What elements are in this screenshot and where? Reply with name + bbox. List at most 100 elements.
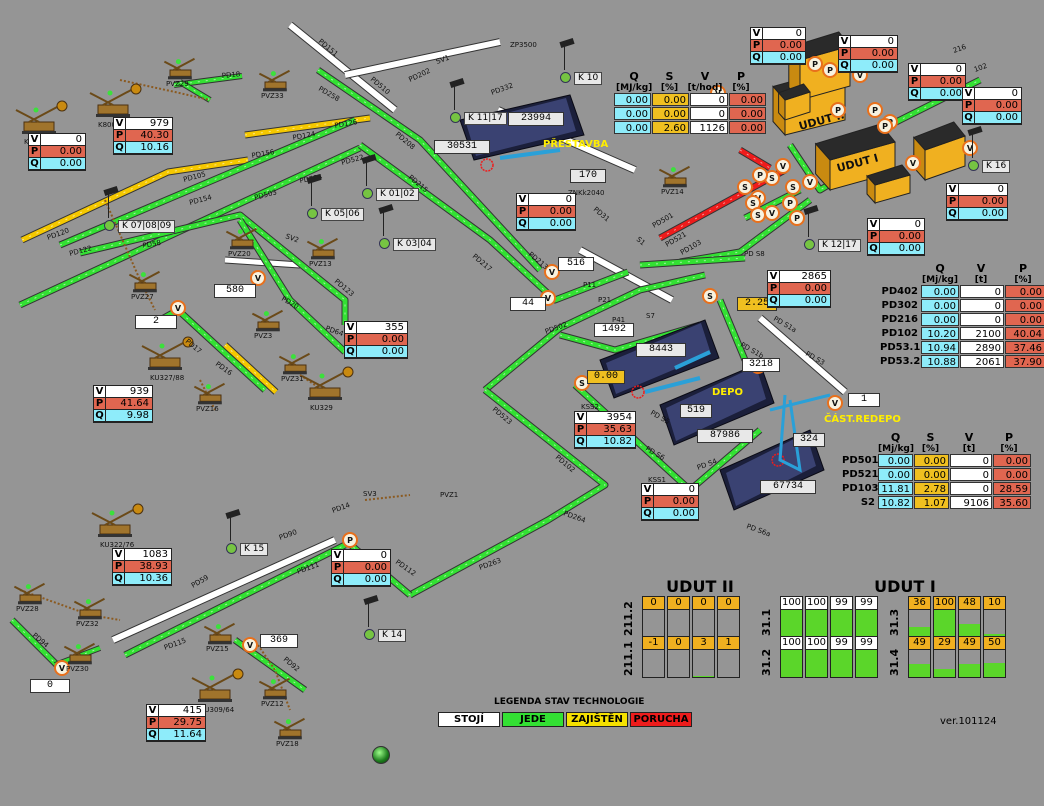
node-letter: S bbox=[579, 379, 585, 388]
node-p[interactable]: P bbox=[789, 210, 805, 226]
machine[interactable]: PVZ20 bbox=[225, 227, 257, 258]
node-p[interactable]: P bbox=[877, 118, 893, 134]
node-v[interactable]: V bbox=[544, 264, 560, 280]
vpq-key-q: Q bbox=[29, 158, 41, 170]
machine[interactable]: PVZ3 bbox=[251, 309, 283, 340]
conveyor-rollers bbox=[739, 149, 771, 169]
node-v[interactable]: V bbox=[827, 395, 843, 411]
node-v[interactable]: V bbox=[764, 205, 780, 221]
bunker-cell-p: 37.46 bbox=[1005, 341, 1044, 354]
machine[interactable]: PVZ12 bbox=[258, 677, 290, 708]
conveyor-cell-v: 0 bbox=[950, 454, 992, 467]
camera-status-dot bbox=[560, 72, 571, 83]
node-v[interactable]: V bbox=[54, 660, 70, 676]
level-gauge: 99 bbox=[855, 596, 878, 638]
gauge-value: 99 bbox=[831, 597, 852, 610]
gauge-row-label: 31.4 bbox=[888, 648, 901, 676]
vpq-value-q: 10.36 bbox=[125, 573, 171, 585]
pipe-label: PD18 bbox=[221, 70, 240, 80]
node-p[interactable]: P bbox=[867, 102, 883, 118]
machine[interactable]: PVZ29 bbox=[163, 57, 195, 88]
machine[interactable]: PVZ32 bbox=[73, 597, 105, 628]
pipe-label: PD115 bbox=[163, 637, 187, 652]
bunker-cell-v: 2890 bbox=[960, 341, 1004, 354]
bunker-depo-1-inner bbox=[606, 323, 711, 394]
camera-label: K 11|17 bbox=[464, 112, 507, 125]
gauge-value: 99 bbox=[856, 597, 877, 610]
machine-body bbox=[199, 394, 222, 402]
udut2-title: UDUT II bbox=[666, 577, 734, 596]
machine[interactable]: PVZ28 bbox=[13, 582, 45, 613]
node-s[interactable]: S bbox=[737, 179, 753, 195]
machine[interactable]: PVZ18 bbox=[273, 717, 305, 748]
vpq-key-p: P bbox=[909, 76, 921, 88]
machine[interactable]: PVZ13 bbox=[306, 237, 338, 268]
vpq-key-p: P bbox=[517, 206, 529, 218]
node-v[interactable]: V bbox=[802, 174, 818, 190]
machine-boom bbox=[258, 680, 276, 691]
machine[interactable]: KU309/64 bbox=[191, 668, 244, 714]
gauge-value: 10 bbox=[984, 597, 1005, 610]
conveyor-rollers bbox=[239, 219, 346, 353]
value-box: 369 bbox=[260, 634, 298, 648]
machine[interactable]: PVZ14 bbox=[658, 165, 690, 196]
machine-status bbox=[270, 679, 276, 685]
node-p[interactable]: P bbox=[782, 195, 798, 211]
node-p[interactable]: P bbox=[752, 167, 768, 183]
machine[interactable]: KU327/88 bbox=[141, 336, 194, 382]
node-letter: V bbox=[857, 71, 864, 80]
node-letter: S bbox=[750, 199, 756, 208]
gauge-value: 0 bbox=[668, 637, 689, 650]
machine[interactable]: PVZ15 bbox=[203, 622, 235, 653]
node-p[interactable]: P bbox=[830, 102, 846, 118]
vpq-value-v: 0 bbox=[975, 88, 1021, 100]
node-v[interactable]: V bbox=[170, 300, 186, 316]
vpq-value-p: 35.63 bbox=[587, 424, 635, 436]
node-v[interactable]: V bbox=[905, 155, 921, 171]
machine[interactable]: PVZ33 bbox=[258, 69, 290, 100]
pipe-label: PD S6a bbox=[745, 522, 771, 538]
machine[interactable]: KU322/76 bbox=[91, 503, 144, 549]
pipe-label: KSS2 bbox=[581, 403, 599, 411]
vpq-key-p: P bbox=[147, 717, 159, 729]
machine[interactable]: PVZ30 bbox=[63, 642, 95, 673]
pipe-label: PD14 bbox=[331, 501, 352, 515]
camera-status-dot bbox=[804, 239, 815, 250]
level-gauge: 0 bbox=[692, 596, 715, 638]
machines-layer: K800/N2/104K800/N1/103PVZ29PVZ33PVZ20PVZ… bbox=[13, 57, 690, 748]
machine-label: PVZ32 bbox=[76, 620, 99, 628]
gauge-fill bbox=[959, 664, 980, 677]
node-ring bbox=[785, 179, 801, 195]
node-s[interactable]: S bbox=[750, 207, 766, 223]
machine[interactable]: PVZ27 bbox=[128, 270, 160, 301]
machine-track bbox=[68, 661, 92, 665]
node-ring bbox=[54, 660, 70, 676]
node-s[interactable]: S bbox=[702, 288, 718, 304]
machine[interactable]: KU329 bbox=[301, 366, 354, 412]
vpq-key-q: Q bbox=[642, 508, 654, 520]
node-letter: P bbox=[882, 122, 888, 131]
node-v[interactable]: V bbox=[242, 637, 258, 653]
gauge-row-label: 211.2 bbox=[622, 601, 635, 636]
pipe-label: S7 bbox=[646, 312, 655, 320]
status-lamp[interactable] bbox=[372, 746, 390, 764]
node-v[interactable]: V bbox=[250, 270, 266, 286]
node-p[interactable]: P bbox=[822, 62, 838, 78]
machine[interactable]: PVZ31 bbox=[278, 352, 310, 383]
vpq-key-q: Q bbox=[909, 88, 921, 100]
node-v[interactable]: V bbox=[962, 140, 978, 156]
node-p[interactable]: P bbox=[342, 532, 358, 548]
node-v[interactable]: V bbox=[775, 158, 791, 174]
machine-status bbox=[263, 311, 269, 317]
node-p[interactable]: P bbox=[807, 56, 823, 72]
conveyor-cell-v: 9106 bbox=[950, 496, 992, 509]
machine[interactable]: PVZ16 bbox=[193, 382, 225, 413]
node-s[interactable]: S bbox=[785, 179, 801, 195]
